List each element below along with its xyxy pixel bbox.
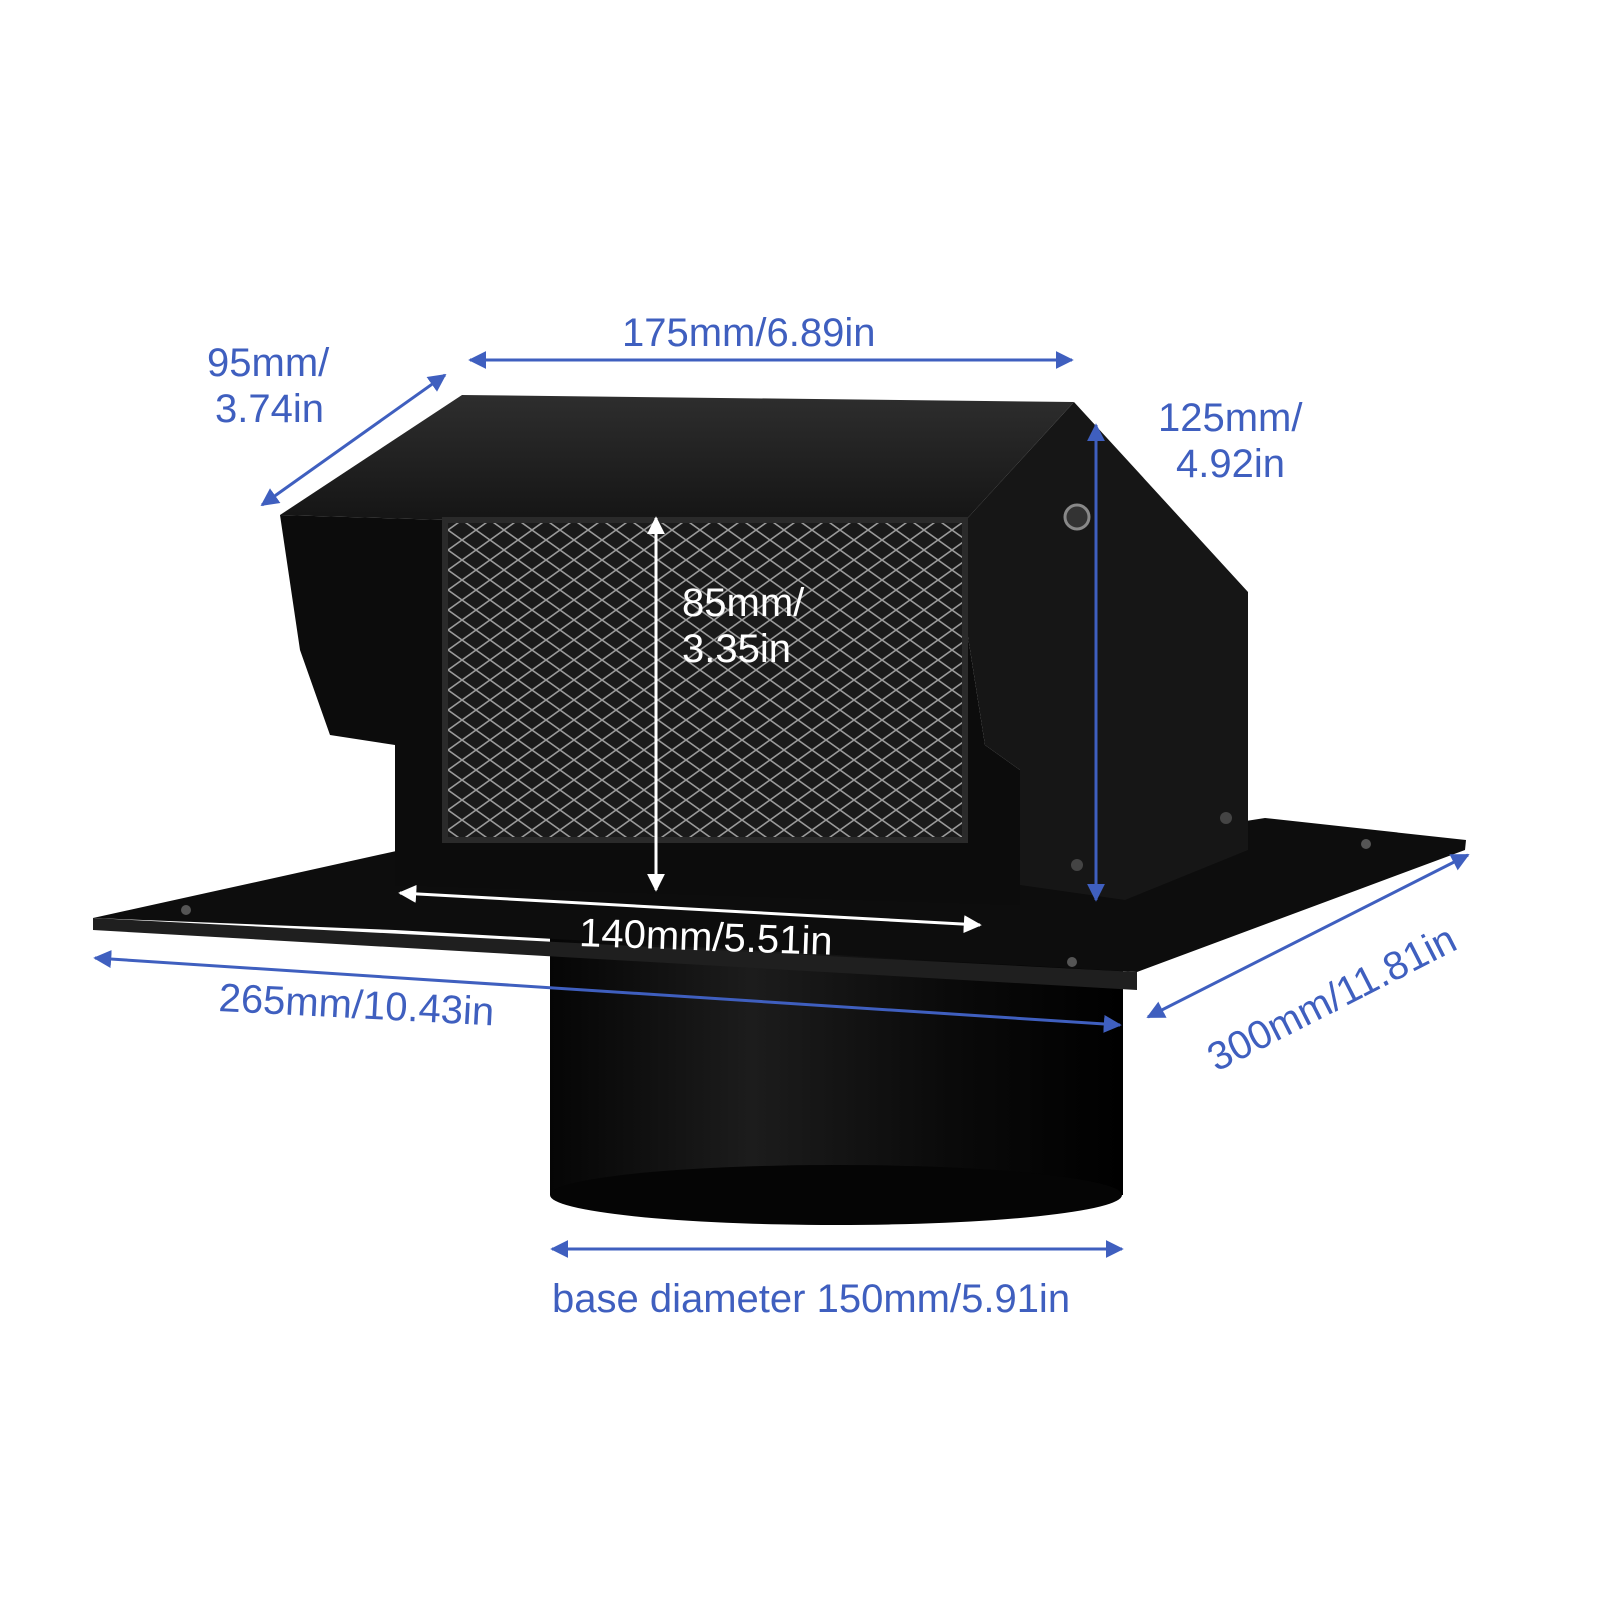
- height-label-mm: 125mm/: [1158, 396, 1303, 440]
- opening-height-mm: 85mm/: [682, 581, 805, 625]
- base-diameter-text: base diameter 150mm/5.91in: [552, 1277, 1071, 1321]
- arrow-icon: [93, 950, 1122, 1033]
- housing-front: [280, 515, 1020, 905]
- depth-label-in: 3.74in: [215, 387, 324, 431]
- screw-hole-icon: [1361, 839, 1371, 849]
- top-width-text: 175mm/6.89in: [622, 311, 876, 355]
- dimension-arrows: [93, 351, 1470, 1258]
- arrow-icon: [1146, 853, 1470, 1019]
- opening-width-text: 140mm/5.51in: [578, 910, 834, 964]
- depth-label: 95mm/ 3.74in: [207, 340, 329, 432]
- opening-height-label: 85mm/ 3.35in: [682, 580, 804, 672]
- height-label: 125mm/ 4.92in: [1158, 395, 1303, 487]
- height-label-in: 4.92in: [1176, 442, 1285, 486]
- opening-width-label: 140mm/5.51in: [578, 910, 833, 965]
- housing-roof: [280, 395, 1074, 535]
- mesh-screen-icon: [445, 520, 965, 840]
- screw-icon: [1220, 812, 1232, 824]
- screw-icon: [1063, 503, 1091, 531]
- base-diameter-label: base diameter 150mm/5.91in: [552, 1276, 1070, 1322]
- depth-label-mm: 95mm/: [207, 341, 330, 385]
- screw-icon: [1071, 859, 1083, 871]
- screw-hole-icon: [1067, 957, 1077, 967]
- arrow-icon: [398, 884, 982, 934]
- screw-hole-icon: [181, 905, 191, 915]
- arrow-icon: [260, 373, 447, 507]
- top-width-label: 175mm/6.89in: [622, 310, 875, 356]
- opening-height-in: 3.35in: [682, 627, 791, 671]
